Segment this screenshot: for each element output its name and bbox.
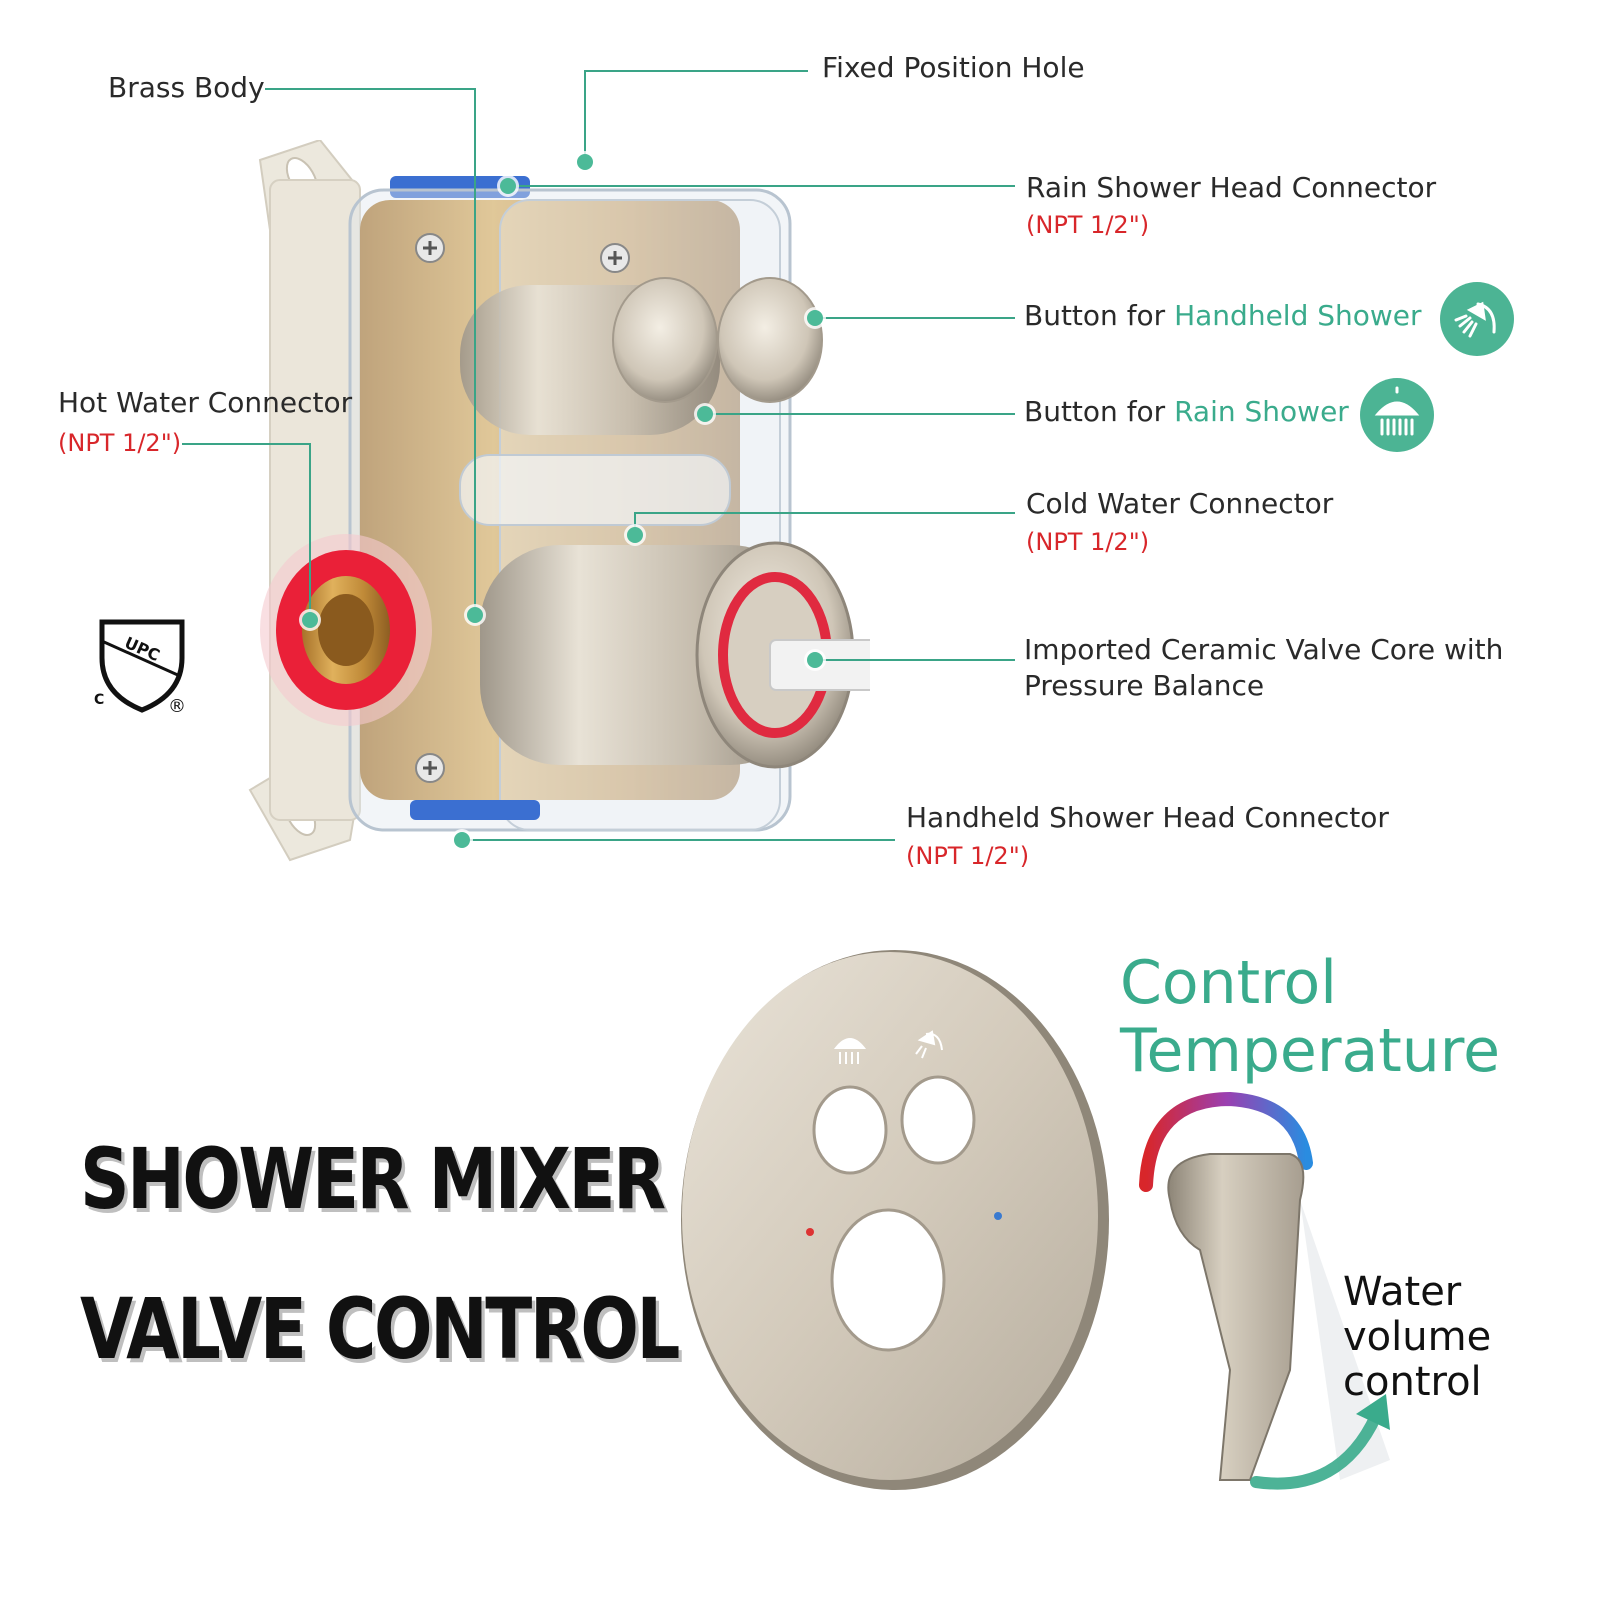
handheld-button-label: Button for Handheld Shower — [1024, 298, 1422, 333]
headline-line2: VALVE CONTROL — [80, 1280, 680, 1378]
brass-body-label: Brass Body — [108, 71, 265, 104]
marker-valve-core — [807, 652, 823, 668]
upc-shield-icon: UPC C ® — [90, 618, 200, 718]
hot-water-label: Hot Water Connector — [58, 386, 353, 419]
rotate-arrow-icon — [1250, 1394, 1390, 1490]
rain-connector-spec: (NPT 1/2") — [1026, 211, 1150, 239]
valve-core-label-line2: Pressure Balance — [1024, 669, 1265, 702]
rain-button-label: Button for Rain Shower — [1024, 394, 1349, 429]
marker-rain-button — [697, 406, 713, 422]
hot-water-spec: (NPT 1/2") — [58, 429, 182, 457]
trim-plate-illustration — [681, 950, 1109, 1490]
control-temperature-line1: Control — [1120, 948, 1337, 1018]
marker-fixed-hole — [577, 154, 593, 170]
upc-registered-mark: ® — [168, 696, 186, 717]
cold-water-spec: (NPT 1/2") — [1026, 528, 1150, 556]
rain-connector-label: Rain Shower Head Connector — [1026, 171, 1437, 204]
handheld-shower-icon — [1440, 282, 1514, 356]
marker-brass-body — [467, 607, 483, 623]
upc-c-mark: C — [94, 692, 104, 708]
water-volume-line1: Water volume — [1343, 1269, 1492, 1360]
marker-rain-connector — [500, 178, 516, 194]
marker-cold-water — [627, 527, 643, 543]
marker-hot-water — [302, 612, 318, 628]
marker-handheld-connector — [454, 832, 470, 848]
handheld-button-prefix: Button for — [1024, 299, 1175, 332]
temperature-arc-icon — [1139, 1091, 1313, 1192]
rain-button-highlight: Rain Shower — [1174, 395, 1349, 428]
headline-line1: SHOWER MIXER — [80, 1130, 666, 1228]
handheld-button-highlight: Handheld Shower — [1174, 299, 1422, 332]
marker-handheld-button — [807, 310, 823, 326]
valve-body-illustration — [248, 140, 870, 862]
rain-button-prefix: Button for — [1024, 395, 1175, 428]
cold-water-label: Cold Water Connector — [1026, 487, 1334, 520]
handheld-connector-label: Handheld Shower Head Connector — [906, 801, 1389, 834]
water-volume-label: Water volume control — [1343, 1270, 1600, 1404]
handheld-connector-spec: (NPT 1/2") — [906, 842, 1030, 870]
rain-shower-icon — [1360, 378, 1434, 452]
valve-core-label-line1: Imported Ceramic Valve Core with — [1024, 633, 1504, 666]
control-temperature-line2: Temperature — [1120, 1016, 1501, 1086]
water-volume-line2: control — [1343, 1358, 1482, 1405]
fixed-position-hole-label: Fixed Position Hole — [822, 51, 1085, 84]
